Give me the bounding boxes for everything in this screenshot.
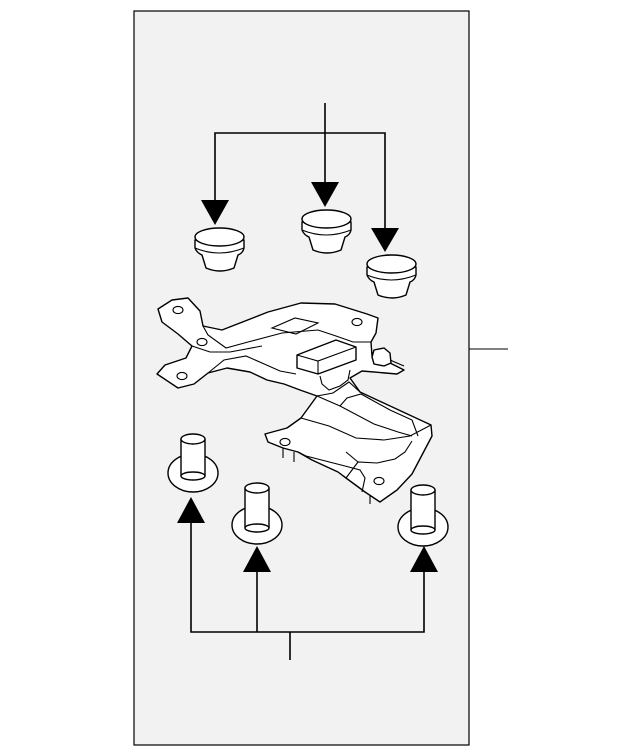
grommet-arrowhead-middle: [311, 182, 339, 207]
grommet-arrowhead-right: [371, 228, 399, 252]
bracket: [156, 297, 433, 504]
collar-bolt-callout-lines: [190, 522, 425, 660]
collar-bolt-middle: [231, 482, 283, 545]
collar-bolt-right: [397, 484, 449, 547]
grommet-middle: [301, 209, 352, 254]
grommet-right: [366, 254, 417, 299]
grommet-arrowhead-left: [201, 200, 229, 225]
grommet-callout-lines: [214, 103, 386, 230]
collar-bolt-arrowhead-left: [177, 497, 205, 523]
collar-bolt-arrowhead-middle: [243, 546, 271, 572]
collar-bolt-left: [167, 433, 219, 493]
collar-bolt-arrowhead-right: [410, 546, 438, 572]
grommet-left: [194, 227, 245, 272]
